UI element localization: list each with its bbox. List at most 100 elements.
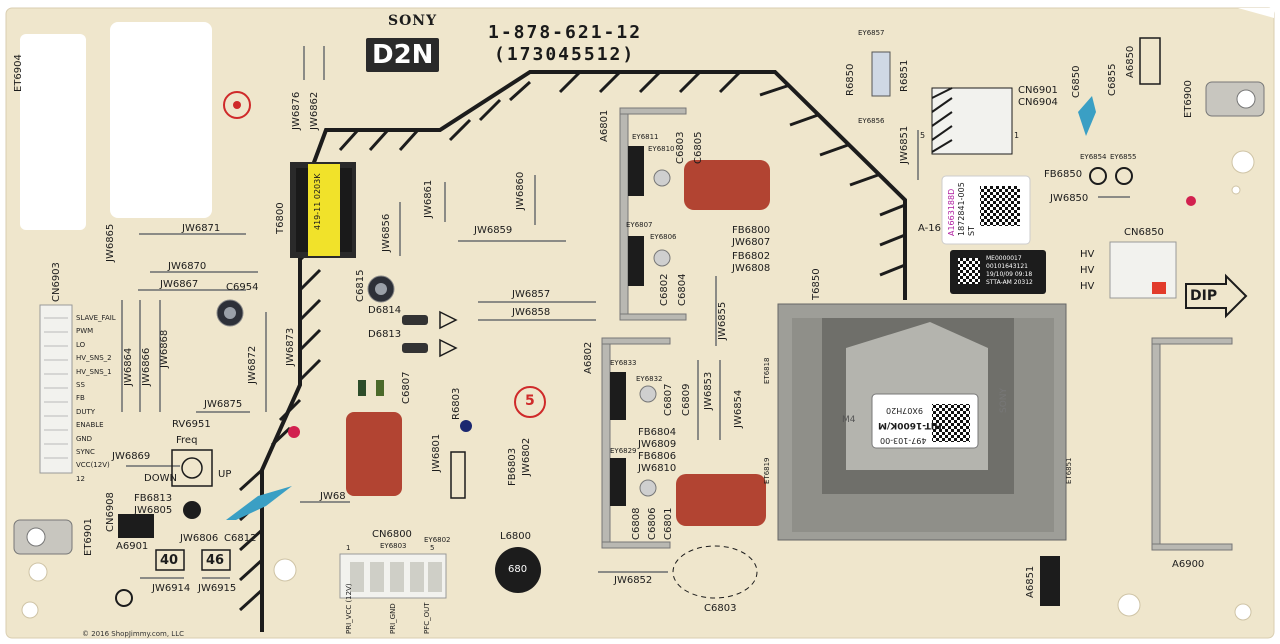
ferrite-fb6850-b xyxy=(1115,167,1133,185)
label-fb6800: FB6800 xyxy=(732,225,771,236)
label-ey6807: EY6807 xyxy=(626,221,653,229)
label-l6800-marking: 680 xyxy=(508,564,528,575)
label-c6808: C6808 xyxy=(631,507,642,540)
label-cn6908: CN6908 xyxy=(105,492,116,532)
label-jw6866: JW6866 xyxy=(141,347,152,386)
connector-a6850 xyxy=(1139,37,1161,85)
label-cn6901: CN6901 xyxy=(1018,85,1058,96)
label-jw6875: JW6875 xyxy=(204,399,243,410)
label-a6900: A6900 xyxy=(1172,559,1205,570)
pin-label: ENABLE xyxy=(76,421,104,430)
film-capacitor-upper xyxy=(684,160,770,210)
label-jw6809: JW6809 xyxy=(638,439,677,450)
label-freq: Freq xyxy=(176,435,198,446)
label-ey6832: EY6832 xyxy=(636,375,663,383)
label-c6802: C6802 xyxy=(659,273,670,306)
board-corner-notch xyxy=(1238,8,1274,18)
label-cn6800: CN6800 xyxy=(372,529,412,540)
label-t6850: T6850 xyxy=(811,268,822,300)
label-dip: DIP xyxy=(1190,288,1218,304)
pin-label: PWM xyxy=(76,327,94,336)
pin-label: VCC(12V) xyxy=(76,461,110,470)
label-c6812: C6812 xyxy=(224,533,257,544)
blue-clip-left xyxy=(226,486,292,520)
label-pri-vcc: PRI_VCC (12V) xyxy=(345,583,353,634)
film-capacitor-lower xyxy=(676,474,766,526)
label-a16: A-16 xyxy=(918,223,941,234)
sticker-st: ST xyxy=(967,226,976,236)
label-c6806: C6806 xyxy=(647,507,658,540)
red-stamp-number: 5 xyxy=(525,393,535,409)
label-c6815: C6815 xyxy=(355,269,366,302)
copyright-text: © 2016 ShopJimmy.com, LLC xyxy=(82,630,184,638)
label-ey6854: EY6854 xyxy=(1080,153,1107,161)
label-fb6850: FB6850 xyxy=(1044,169,1083,180)
part-number: 1-878-621-12 xyxy=(488,22,643,43)
label-a6802: A6802 xyxy=(583,341,594,374)
label-ey6855: EY6855 xyxy=(1110,153,1137,161)
label-a6901: A6901 xyxy=(116,541,149,552)
label-r6851: R6851 xyxy=(899,59,910,92)
label-jw6856: JW6856 xyxy=(381,213,392,252)
pin-label: DUTY xyxy=(76,407,96,416)
label-pin5-b: 5 xyxy=(920,131,926,140)
resistor-r6850 xyxy=(871,51,891,97)
inductor-fb6813 xyxy=(183,501,201,519)
label-jw68: JW68 xyxy=(320,491,346,502)
diodes xyxy=(402,315,428,353)
label-c6803: C6803 xyxy=(704,603,737,614)
qr-line-2: 00101643121 xyxy=(986,263,1028,270)
label-jw6876: JW6876 xyxy=(291,91,302,130)
screws xyxy=(639,169,671,497)
label-fb6813: FB6813 xyxy=(134,493,173,504)
label-jw6801: JW6801 xyxy=(431,433,442,472)
label-c6807-b: C6807 xyxy=(663,383,674,416)
label-jw6807: JW6807 xyxy=(732,237,771,248)
label-et6904: ET6904 xyxy=(13,54,24,92)
pin-label: GND xyxy=(76,434,93,443)
small-part-green-1 xyxy=(358,380,366,396)
label-fb6802: FB6802 xyxy=(732,251,771,262)
label-c6855: C6855 xyxy=(1107,63,1118,96)
connector-cn6850 xyxy=(1109,241,1177,299)
label-cn6903: CN6903 xyxy=(51,262,62,302)
label-jw6806: JW6806 xyxy=(180,533,219,544)
label-et6901: ET6901 xyxy=(83,518,94,556)
label-c6803-vertical: C6803 xyxy=(675,131,686,164)
label-et6818: ET6818 xyxy=(763,357,771,384)
label-jw6851: JW6851 xyxy=(899,125,910,164)
pin-label: HV_SNS_1 xyxy=(76,367,112,376)
label-pri-gnd: PRI_GND xyxy=(389,603,397,634)
sticker-code: A1663188D xyxy=(947,188,956,236)
red-marker-dot xyxy=(288,426,300,438)
label-ey6803: EY6803 xyxy=(380,542,407,550)
label-jw6865: JW6865 xyxy=(105,223,116,262)
label-c6801: C6801 xyxy=(663,507,674,540)
label-jw6852: JW6852 xyxy=(614,575,653,586)
board-logo: D2N xyxy=(366,38,440,72)
label-ey6856: EY6856 xyxy=(858,117,885,125)
label-jw6864: JW6864 xyxy=(123,347,134,386)
qr-line-4: STTA-AM 20312 xyxy=(986,279,1033,286)
label-ey6806: EY6806 xyxy=(650,233,677,241)
red-marker-dot-right xyxy=(1186,196,1196,206)
label-jw6873: JW6873 xyxy=(285,327,296,366)
resistor-r6803 xyxy=(450,451,466,499)
label-jw6872: JW6872 xyxy=(247,345,258,384)
red-number-stamp xyxy=(514,386,546,418)
trafo-label-3: 497-103-00 xyxy=(880,436,927,445)
transformer-t6800-yellow-core xyxy=(308,164,340,256)
label-hv-3: HV xyxy=(1080,281,1095,292)
label-t6800: T6800 xyxy=(275,202,286,234)
label-d6813: D6813 xyxy=(368,329,402,340)
label-patch-left xyxy=(20,34,86,230)
film-capacitor-c6807 xyxy=(346,412,402,496)
trafo-label-1: HIT-1600K/M xyxy=(878,420,942,430)
jumper-wires xyxy=(121,46,1130,579)
red-inspection-circle xyxy=(223,91,251,119)
label-down: DOWN xyxy=(144,473,177,484)
label-jw6850: JW6850 xyxy=(1050,193,1089,204)
label-c6807: C6807 xyxy=(401,371,412,404)
label-jw6854: JW6854 xyxy=(733,389,744,428)
label-et6819: ET6819 xyxy=(763,457,771,484)
